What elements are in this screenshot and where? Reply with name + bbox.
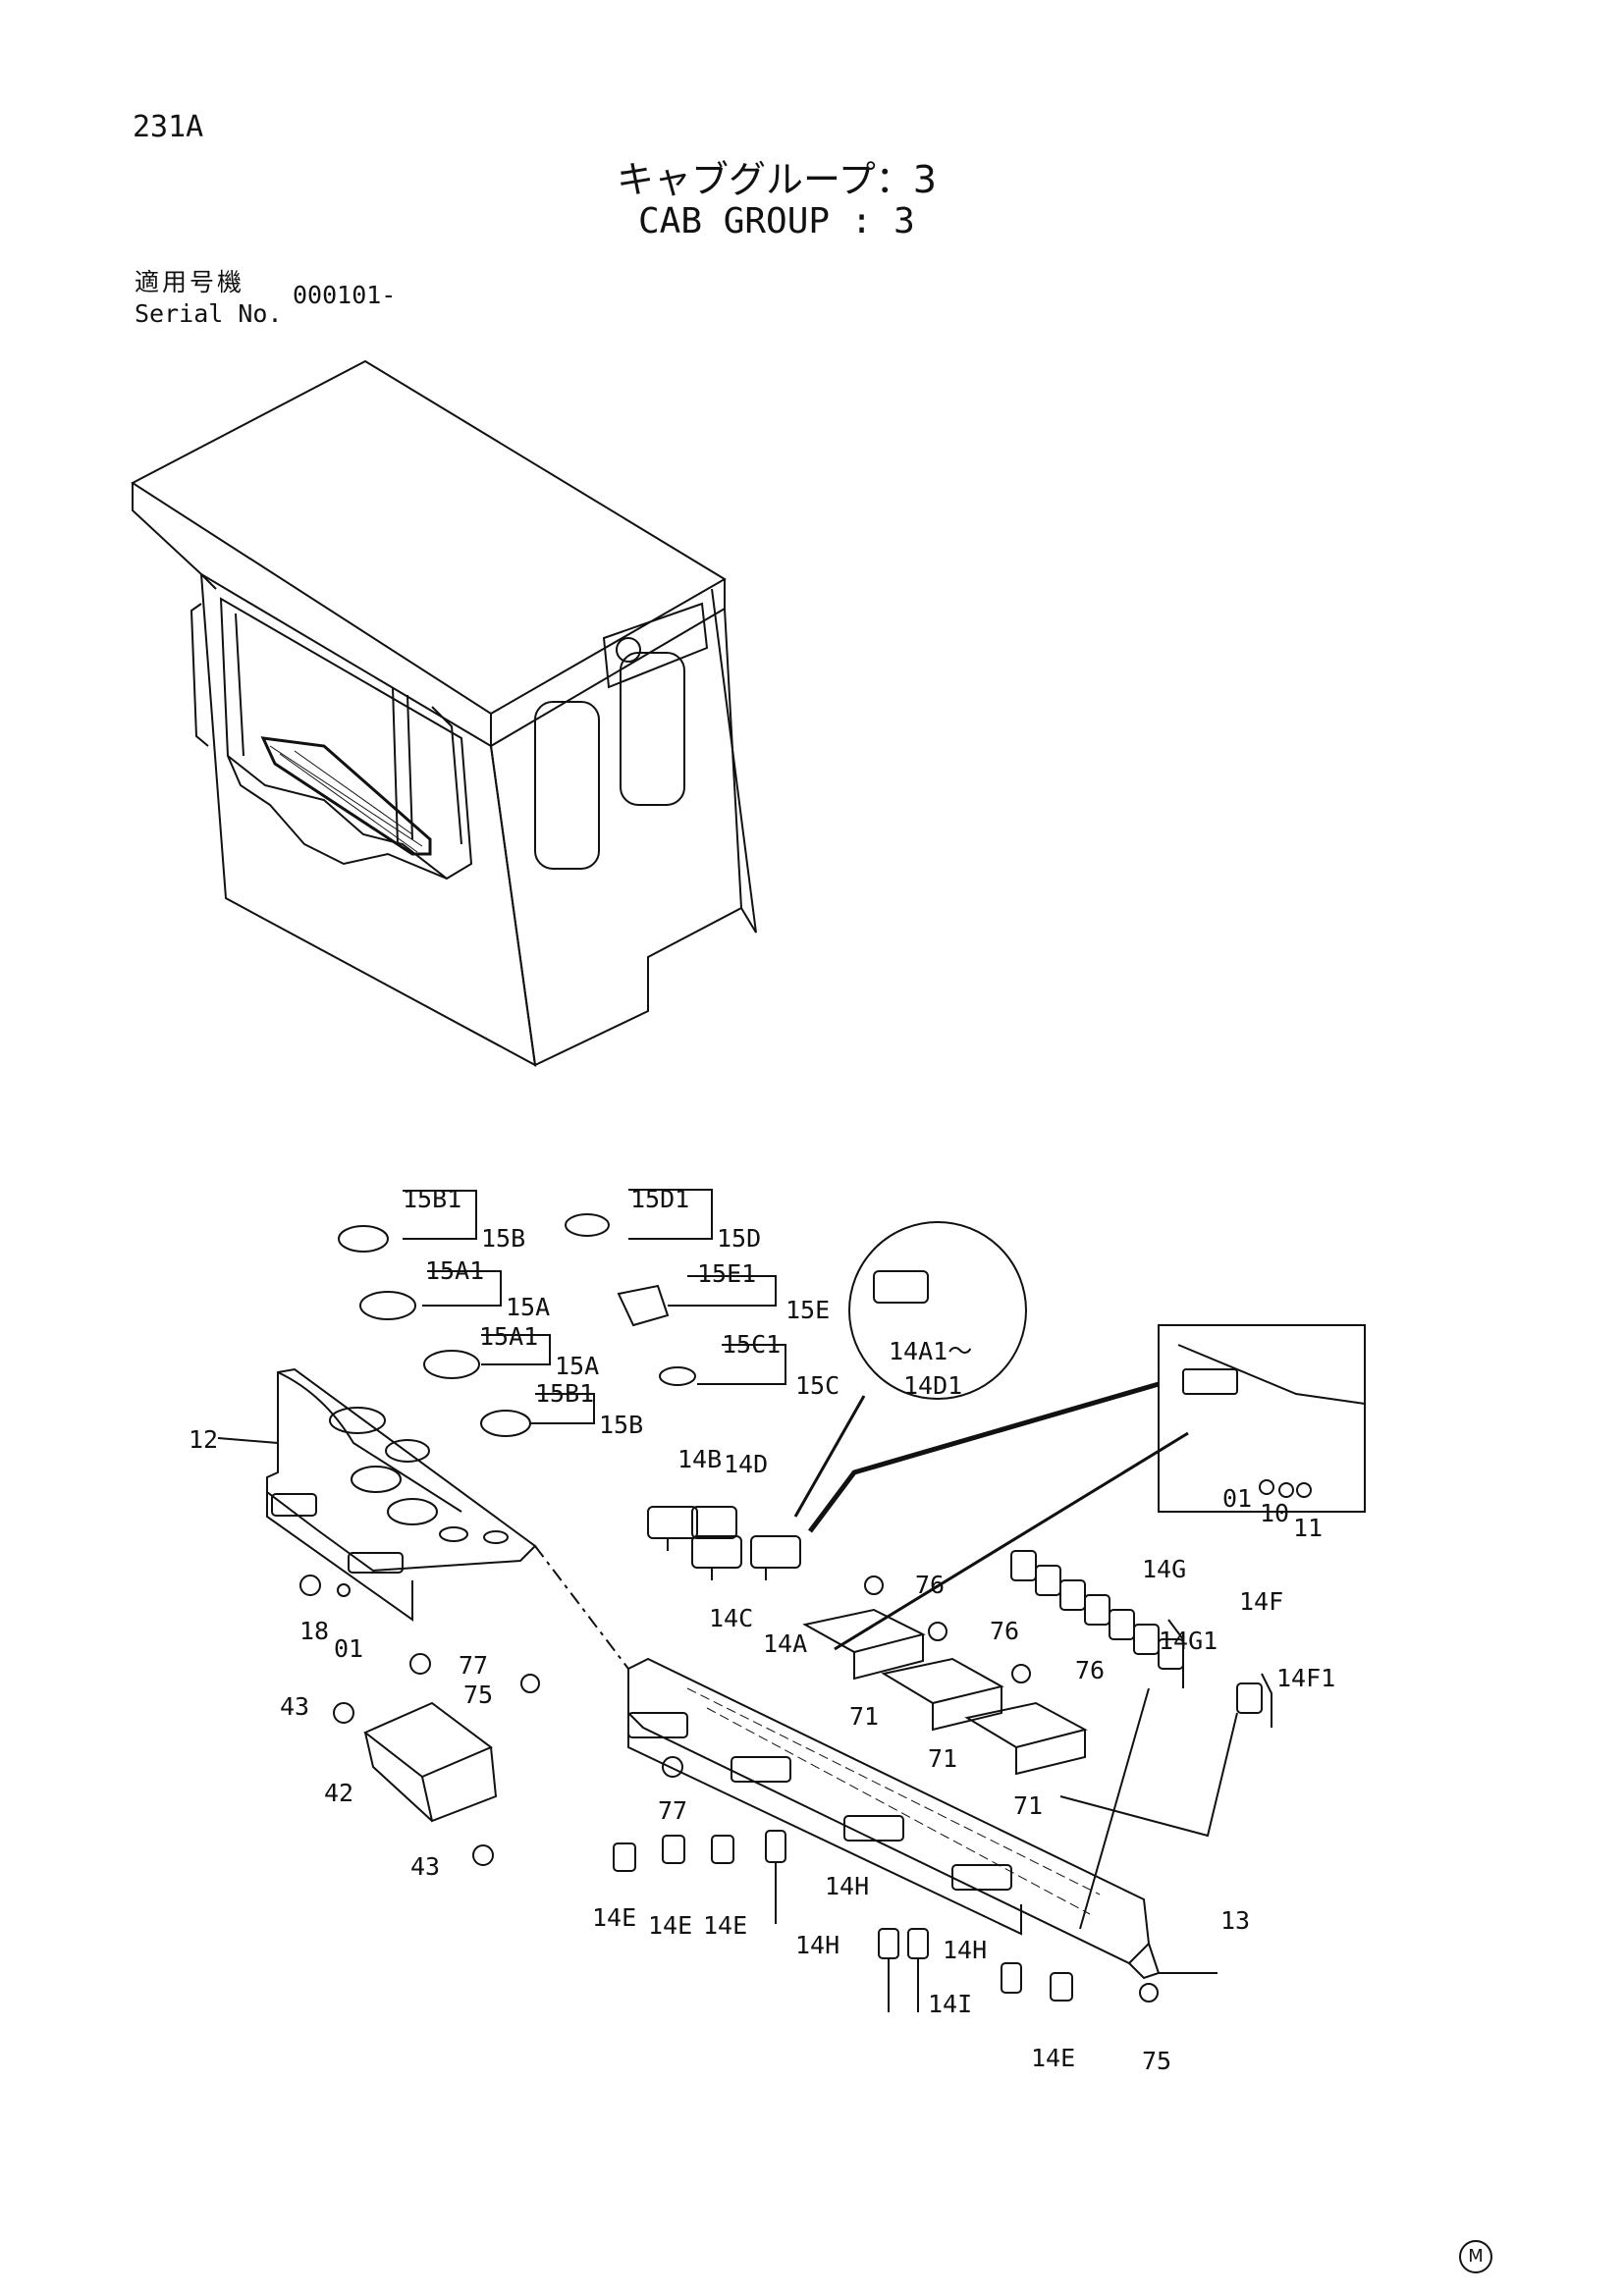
callout-15E: 15E	[785, 1296, 830, 1324]
callout-15A1-b: 15A1	[479, 1322, 538, 1351]
callout-14F1: 14F1	[1276, 1664, 1335, 1692]
callout-15C: 15C	[795, 1371, 839, 1400]
callout-76-b: 76	[990, 1617, 1019, 1645]
callout-75: 75	[463, 1681, 493, 1709]
callout-15D1: 15D1	[630, 1185, 689, 1213]
callout-15A1: 15A1	[425, 1256, 484, 1285]
callout-42: 42	[324, 1779, 353, 1807]
callout-14A: 14A	[763, 1629, 807, 1658]
callout-14E-c: 14E	[703, 1911, 747, 1940]
callout-15B1: 15B1	[403, 1185, 461, 1213]
callout-14H: 14H	[825, 1872, 869, 1900]
callout-14G: 14G	[1142, 1555, 1186, 1583]
callout-71: 71	[849, 1702, 879, 1731]
callout-77: 77	[459, 1651, 488, 1680]
callout-18: 18	[299, 1617, 329, 1645]
page-id: 231A	[133, 110, 204, 144]
callout-15B: 15B	[481, 1224, 525, 1253]
trademark-mark: M	[1459, 2240, 1492, 2273]
callout-15C1: 15C1	[722, 1330, 781, 1359]
callout-14E: 14E	[592, 1903, 636, 1932]
callout-15B1-b: 15B1	[535, 1379, 594, 1408]
callout-14A1: 14A1～	[889, 1337, 972, 1365]
callout-14E-b: 14E	[648, 1911, 692, 1940]
callout-76: 76	[915, 1571, 945, 1599]
callout-14E-d: 14E	[1031, 2044, 1075, 2072]
callout-15A: 15A	[506, 1293, 550, 1321]
callout-77-b: 77	[658, 1796, 687, 1825]
callout-01: 01	[1222, 1484, 1252, 1513]
callout-15D: 15D	[717, 1224, 761, 1253]
callout-15A-b: 15A	[555, 1352, 599, 1380]
callout-labels: 15B1 15B 15D1 15D 15A1 15A 15E1 15E 15A1…	[189, 1185, 1335, 2075]
callout-14H-b: 14H	[795, 1931, 839, 1959]
console-diagram	[217, 1189, 1366, 2012]
callout-14C: 14C	[709, 1604, 753, 1632]
callout-14F: 14F	[1239, 1587, 1283, 1616]
title-japanese: キャブグループ：3	[617, 158, 937, 201]
serial-label-english: Serial No.	[135, 299, 283, 328]
callout-14B: 14B	[677, 1445, 722, 1473]
callout-75-b: 75	[1142, 2047, 1171, 2075]
callout-10: 10	[1260, 1499, 1289, 1527]
callout-71-b: 71	[928, 1744, 957, 1773]
title-english: CAB GROUP : 3	[638, 201, 915, 241]
callout-14D1: 14D1	[903, 1371, 962, 1400]
callout-14G1: 14G1	[1159, 1627, 1218, 1655]
callout-11: 11	[1293, 1514, 1323, 1542]
callout-15E1: 15E1	[697, 1259, 756, 1288]
cab-illustration	[131, 359, 757, 1067]
callout-43: 43	[280, 1692, 309, 1721]
callout-43-b: 43	[410, 1852, 440, 1881]
callout-14H-c: 14H	[943, 1936, 987, 1964]
callout-76-c: 76	[1075, 1656, 1105, 1684]
callout-13: 13	[1220, 1906, 1250, 1935]
callout-01-b: 01	[334, 1634, 363, 1663]
callout-14I: 14I	[928, 1990, 972, 2018]
callout-15B-b: 15B	[599, 1411, 643, 1439]
callout-14D: 14D	[724, 1450, 768, 1478]
callout-12: 12	[189, 1425, 218, 1454]
serial-value: 000101-	[293, 281, 397, 309]
serial-label-japanese: 適用号機	[135, 268, 245, 296]
callout-71-c: 71	[1013, 1791, 1043, 1820]
